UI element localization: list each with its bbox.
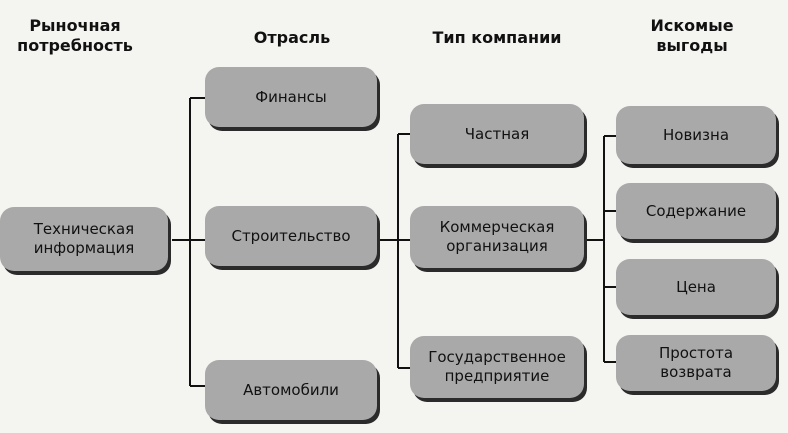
node-technical-information: Техническая информация <box>0 207 168 271</box>
header-company-type: Тип компании <box>432 28 562 47</box>
node-benefit-price: Цена <box>616 259 776 315</box>
node-company-state: Государственное предприятие <box>410 336 584 398</box>
header-market-need: Рыночная потребность <box>17 16 133 55</box>
header-industry: Отрасль <box>253 28 331 47</box>
header-benefits: Искомые выгоды <box>650 16 734 55</box>
node-benefit-easy-return: Простота возврата <box>616 335 776 391</box>
node-industry-construction: Строительство <box>205 206 377 266</box>
node-company-private: Частная <box>410 104 584 164</box>
node-benefit-content: Содержание <box>616 183 776 239</box>
node-industry-finance: Финансы <box>205 67 377 127</box>
node-company-commercial: Коммерческая организация <box>410 206 584 268</box>
node-industry-automobiles: Автомобили <box>205 360 377 420</box>
node-benefit-novelty: Новизна <box>616 106 776 164</box>
